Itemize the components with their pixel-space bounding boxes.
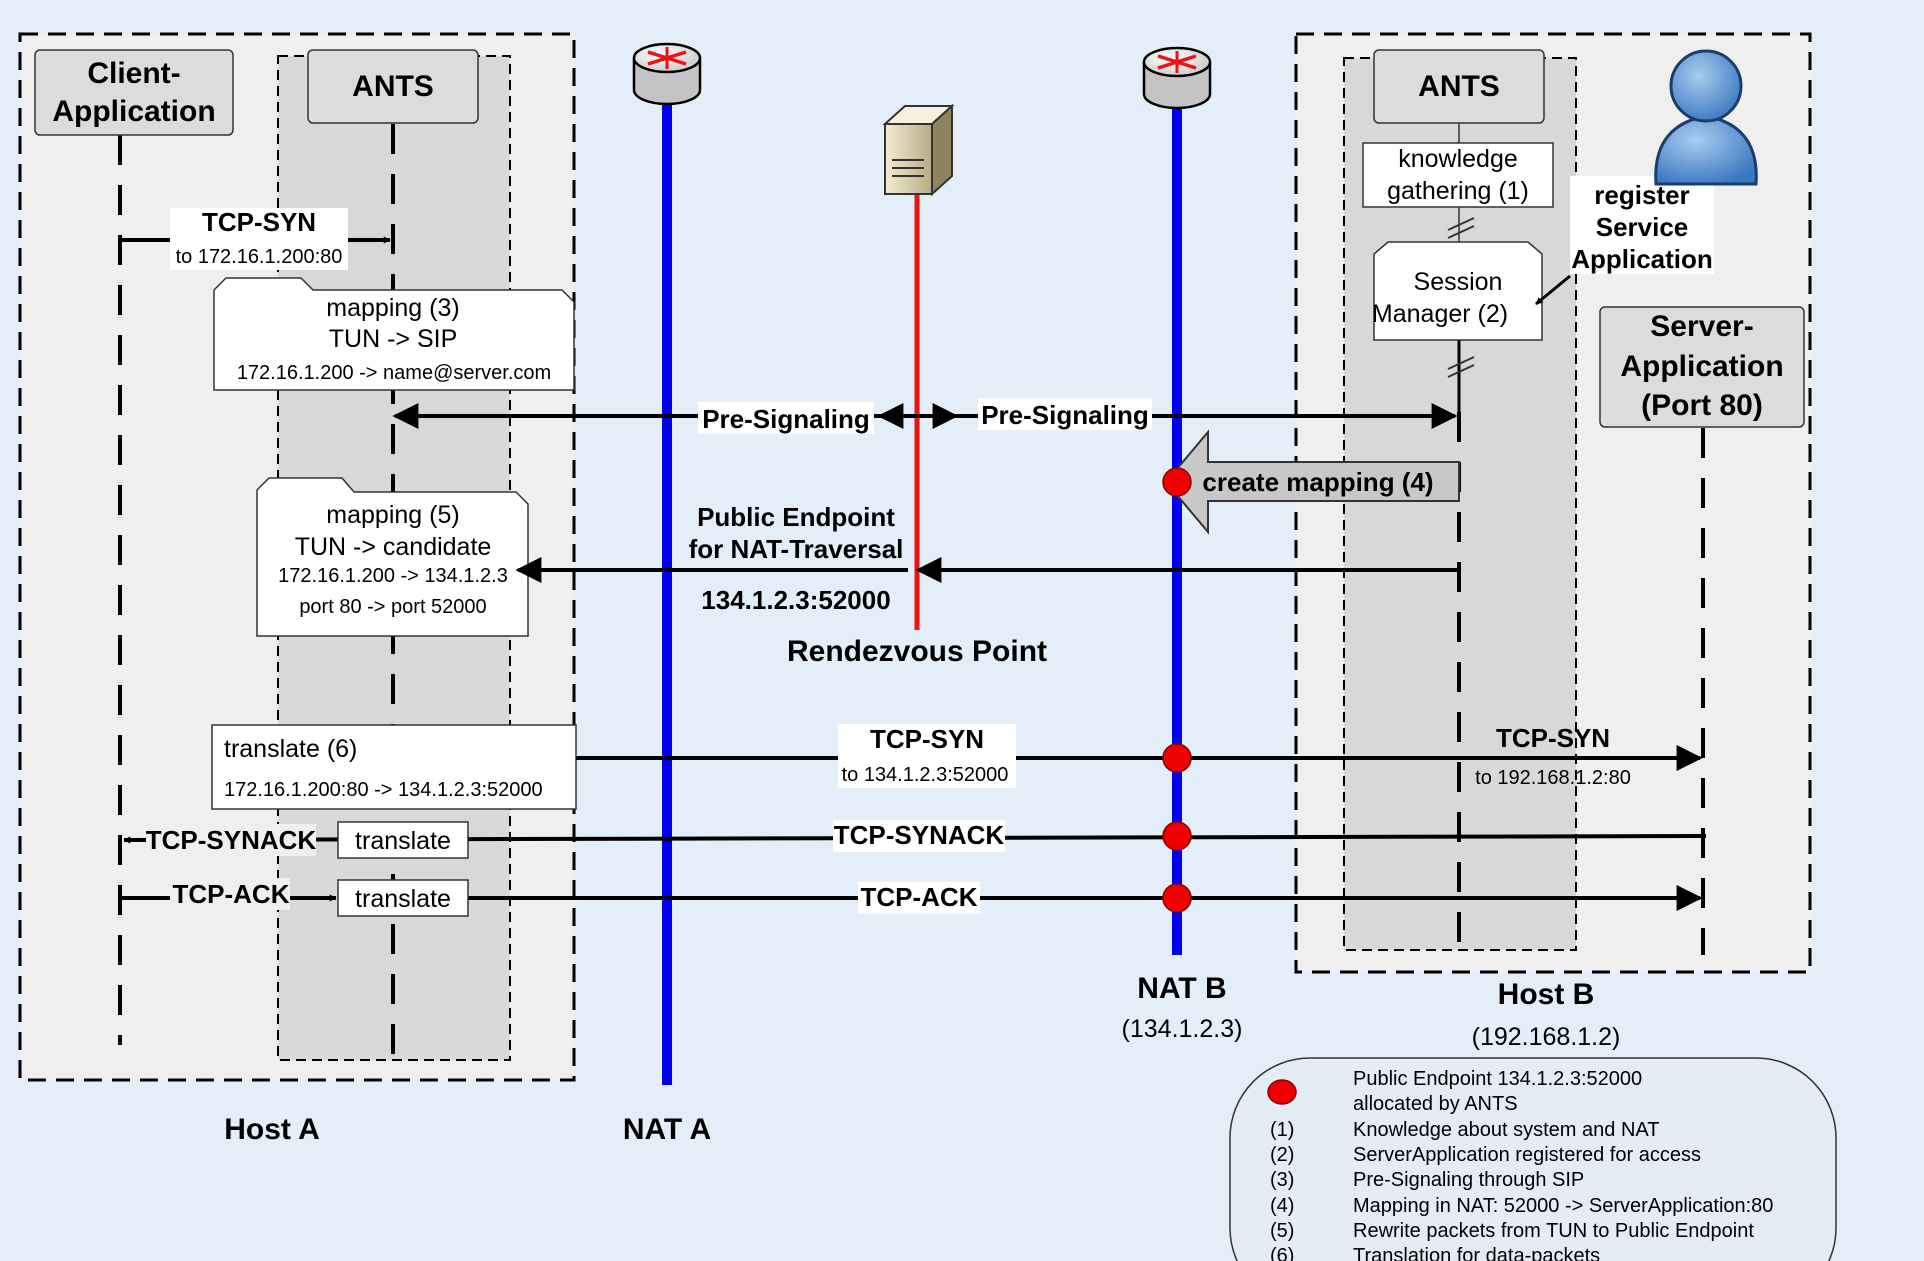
session-manager-label-1: Session (1414, 268, 1503, 296)
mapping-3-line-1: TUN -> SIP (329, 325, 458, 353)
server-app-label-3: (Port 80) (1641, 389, 1763, 422)
mapping-3-line-2: 172.16.1.200 -> name@server.com (237, 362, 551, 384)
pre-signaling-right: Pre-Signaling (981, 400, 1149, 430)
translate-synack-label: translate (355, 827, 451, 855)
nat-b-ip: (134.1.2.3) (1122, 1015, 1243, 1043)
rendezvous-server-icon (885, 106, 952, 194)
create-mapping-label: create mapping (4) (1202, 467, 1433, 497)
legend-num: (4) (1270, 1195, 1294, 1217)
server-app-label-1: Server- (1650, 310, 1753, 343)
nat-b-label: NAT B (1137, 972, 1226, 1005)
tcp-syn-local-title: TCP-SYN (202, 207, 316, 237)
nat-b-router-icon (1144, 48, 1210, 108)
legend-num: (1) (1270, 1119, 1294, 1141)
ants-b-label: ANTS (1418, 70, 1500, 103)
tcp-ack-left: TCP-ACK (173, 879, 290, 909)
public-endpoint-label-2: for NAT-Traversal (689, 534, 904, 564)
mapping-5-title: mapping (5) (326, 501, 459, 529)
mapping-5-line-1: TUN -> candidate (295, 533, 492, 561)
tcp-synack-left: TCP-SYNACK (146, 825, 317, 855)
tcp-syn-nat-sub: to 134.1.2.3:52000 (842, 764, 1009, 786)
legend-num: (5) (1270, 1220, 1294, 1242)
public-endpoint-label-1: Public Endpoint (697, 502, 895, 532)
translate-6-box: translate (6) 172.16.1.200:80 -> 134.1.2… (212, 725, 576, 809)
mapping-5-line-2: 172.16.1.200 -> 134.1.2.3 (278, 565, 508, 587)
tcp-syn-server-sub: to 192.168.1.2:80 (1475, 767, 1631, 789)
register-label-2: Service (1596, 212, 1689, 242)
session-manager-label-2: Manager (2) (1372, 300, 1508, 328)
legend-num: (3) (1270, 1169, 1294, 1191)
mapping-5-line-3: port 80 -> port 52000 (299, 596, 486, 618)
translate-ack-label: translate (355, 885, 451, 913)
tcp-syn-server-title: TCP-SYN (1496, 723, 1610, 753)
legend-num: (2) (1270, 1144, 1294, 1166)
legend-text: ServerApplication registered for access (1353, 1144, 1701, 1166)
translate-6-title: translate (6) (224, 735, 357, 763)
tcp-syn-nat-title: TCP-SYN (870, 724, 984, 754)
server-app-label-2: Application (1620, 350, 1783, 383)
legend-text: Translation for data-packets (1353, 1245, 1600, 1261)
nat-a-router-icon (634, 44, 700, 104)
knowledge-label-1: knowledge (1398, 145, 1518, 173)
legend-dot-text-1: Public Endpoint 134.1.2.3:52000 (1353, 1068, 1642, 1090)
endpoint-dot-synack (1163, 822, 1191, 850)
legend-dot-text-2: allocated by ANTS (1353, 1093, 1518, 1115)
tcp-ack-mid: TCP-ACK (861, 882, 978, 912)
client-app-label-2: Application (52, 95, 215, 128)
mapping-5-note: mapping (5) TUN -> candidate 172.16.1.20… (257, 478, 528, 636)
register-label-3: Application (1571, 244, 1713, 274)
host-a-label: Host A (224, 1113, 320, 1146)
legend-text: Pre-Signaling through SIP (1353, 1169, 1584, 1191)
client-app-label-1: Client- (87, 57, 180, 90)
tcp-syn-local-sub: to 172.16.1.200:80 (176, 246, 343, 268)
host-b-label: Host B (1498, 978, 1595, 1011)
host-b-ip: (192.168.1.2) (1472, 1023, 1621, 1051)
mapping-3-note: mapping (3) TUN -> SIP 172.16.1.200 -> n… (214, 278, 574, 390)
pre-signaling-left: Pre-Signaling (702, 404, 870, 434)
legend-text: Rewrite packets from TUN to Public Endpo… (1353, 1220, 1754, 1242)
tcp-synack-mid: TCP-SYNACK (834, 820, 1005, 850)
legend-text: Knowledge about system and NAT (1353, 1119, 1659, 1141)
public-endpoint-address: 134.1.2.3:52000 (701, 585, 890, 615)
ants-a-label: ANTS (352, 70, 434, 103)
mapping-3-title: mapping (3) (326, 294, 459, 322)
endpoint-dot-syn (1163, 744, 1191, 772)
knowledge-label-2: gathering (1) (1387, 177, 1529, 205)
translate-6-line: 172.16.1.200:80 -> 134.1.2.3:52000 (224, 779, 543, 801)
legend-num: (6) (1270, 1245, 1294, 1261)
nat-a-label: NAT A (623, 1113, 711, 1146)
legend-text: Mapping in NAT: 52000 -> ServerApplicati… (1353, 1195, 1773, 1217)
endpoint-dot-mapping (1163, 468, 1191, 496)
endpoint-dot-ack (1163, 884, 1191, 912)
rendezvous-label: Rendezvous Point (787, 635, 1047, 668)
legend-endpoint-dot (1268, 1080, 1296, 1104)
legend: Public Endpoint 134.1.2.3:52000 allocate… (1230, 1058, 1836, 1261)
tcp-syn-remote: TCP-SYN to 134.1.2.3:52000 TCP-SYN to 19… (576, 723, 1700, 789)
